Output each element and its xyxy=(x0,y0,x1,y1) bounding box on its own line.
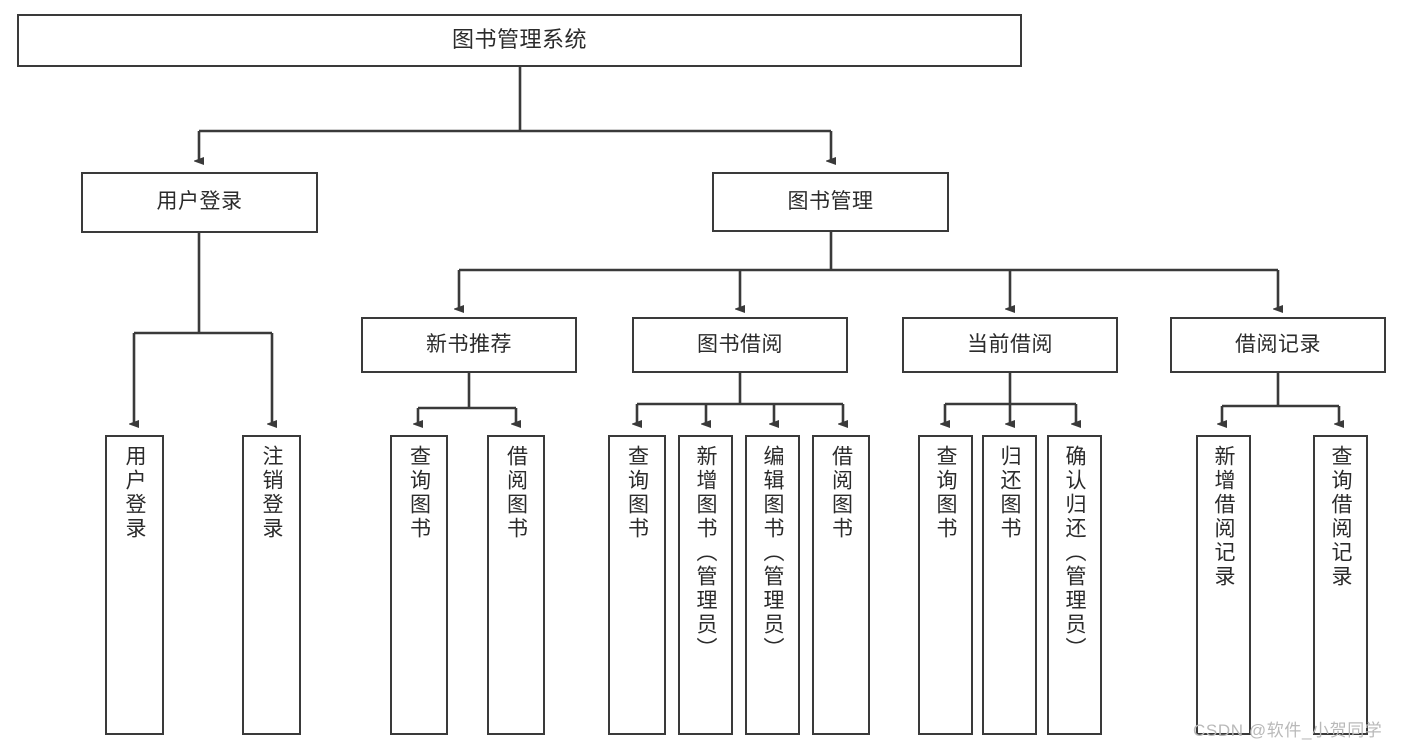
leaf-borrow-record-query-label: 查询借阅记录 xyxy=(1329,445,1352,589)
leaf-current-borrow-return-label: 归还图书 xyxy=(998,445,1021,541)
leaf-book-borrow-query-label: 查询图书 xyxy=(625,445,649,541)
leaf-user-login-signout-label: 注销登录 xyxy=(260,445,283,541)
leaf-current-borrow-query[interactable]: 查询图书 xyxy=(918,435,973,735)
leaf-user-login-signin[interactable]: 用户登录 xyxy=(105,435,164,735)
leaf-book-borrow-add[interactable]: 新增图书（管理员） xyxy=(678,435,733,735)
node-user-login[interactable]: 用户登录 xyxy=(81,172,318,233)
node-current-borrow[interactable]: 当前借阅 xyxy=(902,317,1118,373)
leaf-new-book-borrow[interactable]: 借阅图书 xyxy=(487,435,545,735)
leaf-new-book-query[interactable]: 查询图书 xyxy=(390,435,448,735)
node-book-manage-label: 图书管理 xyxy=(787,189,874,213)
node-root-system-label: 图书管理系统 xyxy=(451,27,587,53)
leaf-book-borrow-lend-label: 借阅图书 xyxy=(829,445,853,541)
node-book-manage[interactable]: 图书管理 xyxy=(712,172,949,232)
leaf-current-borrow-return[interactable]: 归还图书 xyxy=(982,435,1037,735)
leaf-borrow-record-query[interactable]: 查询借阅记录 xyxy=(1313,435,1368,735)
node-root-system[interactable]: 图书管理系统 xyxy=(17,14,1022,67)
leaf-borrow-record-add-label: 新增借阅记录 xyxy=(1212,445,1235,589)
leaf-new-book-borrow-label: 借阅图书 xyxy=(504,445,528,541)
node-book-borrow-label: 图书借阅 xyxy=(697,332,783,356)
leaf-current-borrow-query-label: 查询图书 xyxy=(934,445,957,541)
leaf-user-login-signin-label: 用户登录 xyxy=(123,445,146,541)
node-current-borrow-label: 当前借阅 xyxy=(967,332,1053,356)
leaf-borrow-record-add[interactable]: 新增借阅记录 xyxy=(1196,435,1251,735)
leaf-current-borrow-confirm[interactable]: 确认归还（管理员） xyxy=(1047,435,1102,735)
node-new-book-recommend-label: 新书推荐 xyxy=(426,332,512,356)
node-new-book-recommend[interactable]: 新书推荐 xyxy=(361,317,577,373)
leaf-user-login-signout[interactable]: 注销登录 xyxy=(242,435,301,735)
leaf-book-borrow-edit-label: 编辑图书（管理员） xyxy=(761,445,784,661)
csdn-watermark: CSDN @软件_小贺同学 xyxy=(1193,721,1383,740)
node-borrow-record-label: 借阅记录 xyxy=(1235,332,1321,356)
leaf-book-borrow-lend[interactable]: 借阅图书 xyxy=(812,435,870,735)
node-borrow-record[interactable]: 借阅记录 xyxy=(1170,317,1386,373)
leaf-current-borrow-confirm-label: 确认归还（管理员） xyxy=(1063,445,1086,661)
node-user-login-label: 用户登录 xyxy=(156,190,243,214)
leaf-book-borrow-add-label: 新增图书（管理员） xyxy=(694,445,717,661)
node-book-borrow[interactable]: 图书借阅 xyxy=(632,317,848,373)
leaf-new-book-query-label: 查询图书 xyxy=(407,445,431,541)
leaf-book-borrow-edit[interactable]: 编辑图书（管理员） xyxy=(745,435,800,735)
leaf-book-borrow-query[interactable]: 查询图书 xyxy=(608,435,666,735)
